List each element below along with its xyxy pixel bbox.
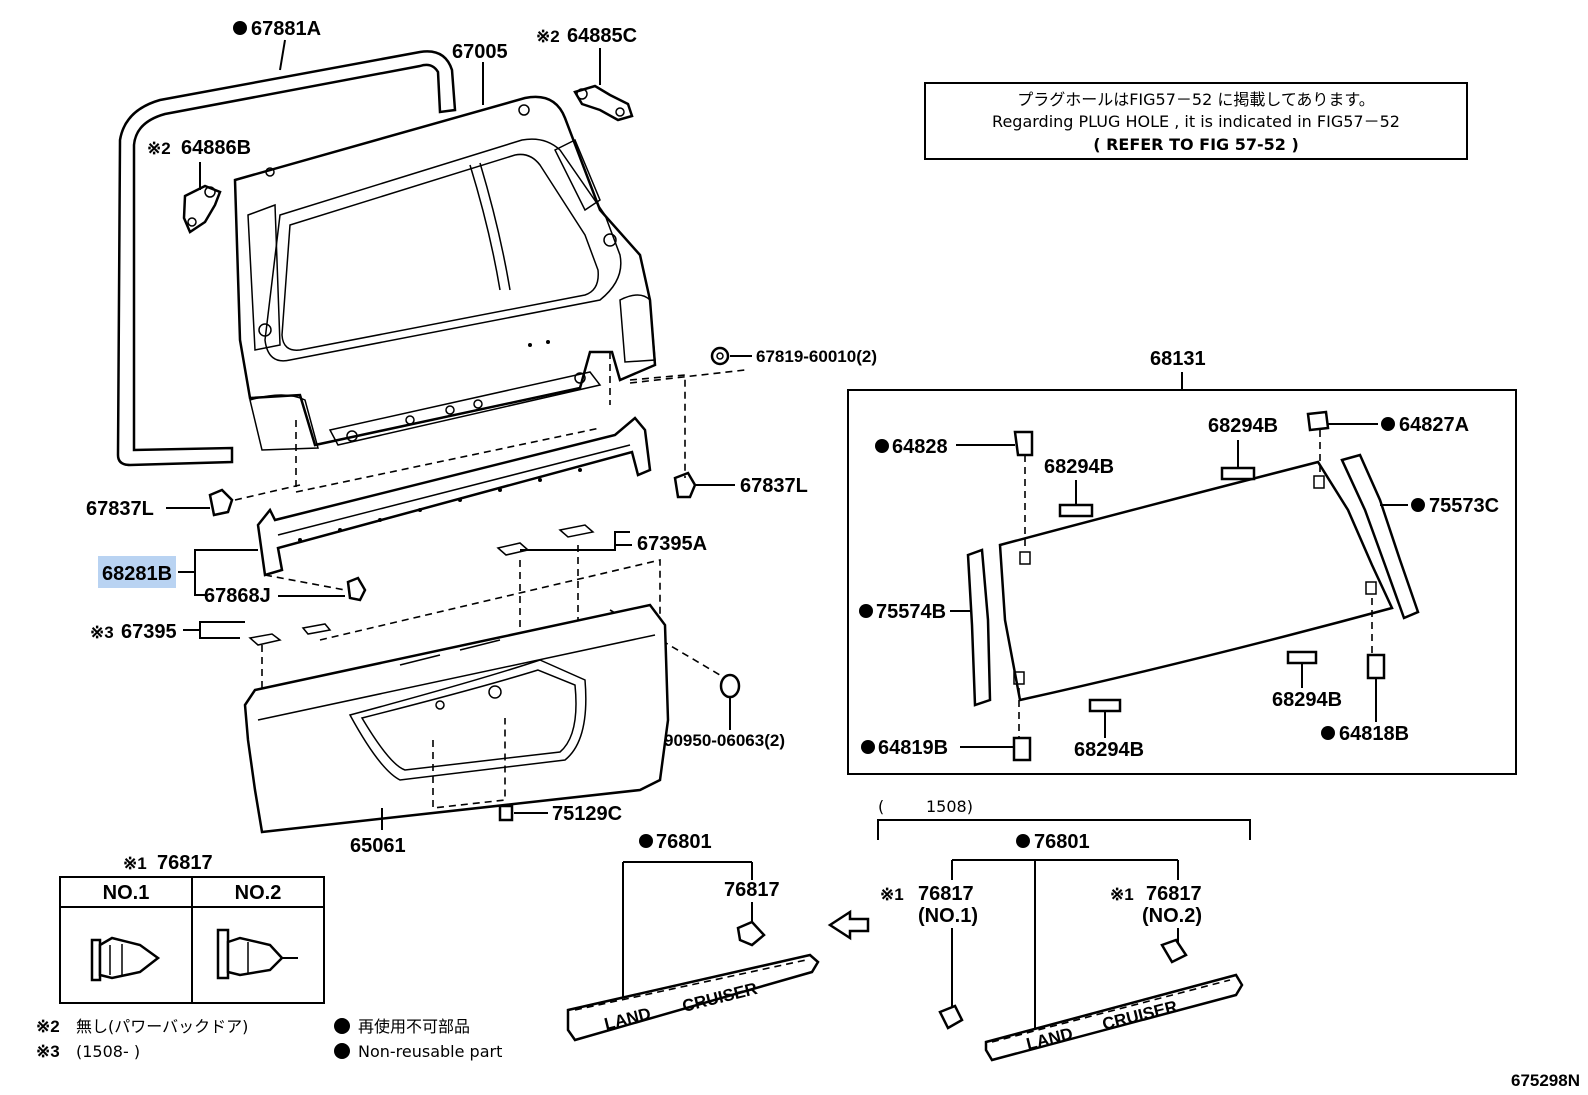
label-67881A: 67881A (251, 18, 321, 40)
label-68281B[interactable]: 68281B (102, 563, 172, 585)
notice-line-1: プラグホールはFIG57－52 に掲載してあります。 (1017, 90, 1375, 109)
spacer-68294B-b (1058, 503, 1094, 518)
arrow-left-icon (827, 909, 870, 941)
label-67395: 67395 (121, 621, 177, 643)
pad-67395 (248, 623, 332, 646)
emblem-right: LAND CRUISER (984, 973, 1244, 1062)
emblem-left: LAND CRUISER (566, 953, 820, 1042)
label-68294B-b: 68294B (1044, 456, 1114, 478)
legend-mark-2: ※2 (36, 1017, 60, 1036)
label-65061: 65061 (350, 835, 406, 857)
notice-box: プラグホールはFIG57－52 に掲載してあります。 Regarding PLU… (924, 82, 1468, 160)
mark-1-table: ※1 (123, 854, 147, 873)
plug-90950 (719, 673, 741, 699)
label-68294B-a: 68294B (1208, 415, 1278, 437)
label-67819: 67819-60010(2) (756, 347, 877, 366)
label-75129C: 75129C (552, 803, 622, 825)
label-67868J: 67868J (204, 585, 271, 607)
label-76801-right: 76801 (1034, 831, 1090, 853)
legend-note-2: 無し(パワーバックドア) (76, 1017, 248, 1036)
back-window-glass (998, 460, 1394, 702)
label-no1-paren: (NO.1) (918, 905, 978, 927)
label-64828: 64828 (892, 436, 948, 458)
stopper-64818B (1366, 653, 1386, 680)
label-75574B: 75574B (876, 601, 946, 623)
notice-line-3: ( REFER TO FIG 57-52 ) (1093, 135, 1299, 154)
spacer-68294B-a (1220, 466, 1256, 481)
legend-en: Non-reusable part (358, 1042, 502, 1061)
spacer-68294B-c (1286, 650, 1318, 665)
label-76817-left: 76817 (724, 879, 780, 901)
label-1508: 1508) (926, 797, 973, 816)
legend-jp: 再使用不可部品 (358, 1017, 470, 1036)
clip-76817-left (736, 920, 766, 947)
moulding-75574B (966, 548, 992, 707)
lower-panel-65061 (243, 603, 670, 834)
weatherstrip-67881A (116, 50, 457, 467)
clip-table: NO.1 NO.2 (59, 876, 325, 1004)
label-64885C: 64885C (567, 25, 637, 47)
clip-67819 (710, 346, 730, 366)
back-door-panel-67005 (233, 95, 657, 451)
label-68294B-d: 68294B (1074, 739, 1144, 761)
notice-line-2: Regarding PLUG HOLE , it is indicated in… (992, 112, 1400, 131)
garnish-68281B (256, 416, 652, 577)
label-90950: 90950-06063(2) (664, 731, 785, 750)
mark-1-no2: ※1 (1110, 885, 1134, 904)
mark-2-b: ※2 (147, 139, 171, 158)
stopper-64819B (1012, 736, 1032, 762)
clip-no2-icon (216, 928, 298, 980)
label-76801-left: 76801 (656, 831, 712, 853)
label-no2-paren: (NO.2) (1142, 905, 1202, 927)
label-64886B: 64886B (181, 137, 251, 159)
highlight-68281B (98, 556, 176, 588)
moulding-75573C (1340, 453, 1420, 620)
table-col-no1: NO.1 (103, 882, 150, 904)
stopper-64827A (1306, 410, 1330, 432)
clip-76817-no2 (1160, 938, 1188, 964)
label-76817-no2: 76817 (1146, 883, 1202, 905)
label-68131: 68131 (1150, 348, 1206, 370)
mark-1-no1: ※1 (880, 885, 904, 904)
label-67395A: 67395A (637, 533, 707, 555)
clip-no1-icon (90, 936, 161, 982)
stopper-64828 (1000, 430, 1034, 457)
glass-assembly-box (847, 389, 1517, 775)
mark-2-a: ※2 (536, 27, 560, 46)
label-68294B-c: 68294B (1272, 689, 1342, 711)
figure-id: 675298N (1511, 1071, 1580, 1090)
mark-3-a: ※3 (90, 623, 114, 642)
label-67005: 67005 (452, 41, 508, 63)
bumper-67837L-left (208, 488, 234, 517)
label-76817-table: 76817 (157, 852, 213, 874)
spacer-68294B-d (1088, 698, 1122, 713)
clip-75129C (498, 804, 514, 822)
bumper-67837L-right (673, 471, 697, 499)
label-64827A: 64827A (1399, 414, 1469, 436)
clip-76817-no1 (938, 1004, 964, 1030)
table-col-no2: NO.2 (235, 882, 282, 904)
paren-open-1508: ( (878, 797, 884, 816)
clip-67868J (346, 576, 367, 602)
hinge-64885C (573, 84, 634, 122)
legend: ※2 無し(パワーバックドア) ※3 (1508- ) 再使用不可部品 Non-… (36, 1017, 502, 1061)
label-75573C: 75573C (1429, 495, 1499, 517)
legend-mark-3: ※3 (36, 1042, 60, 1061)
label-67837L-left: 67837L (86, 498, 154, 520)
hinge-64886B (182, 184, 222, 234)
label-76817-no1: 76817 (918, 883, 974, 905)
label-67837L-right: 67837L (740, 475, 808, 497)
label-64819B: 64819B (878, 737, 948, 759)
label-64818B: 64818B (1339, 723, 1409, 745)
legend-note-3: (1508- ) (76, 1042, 140, 1061)
